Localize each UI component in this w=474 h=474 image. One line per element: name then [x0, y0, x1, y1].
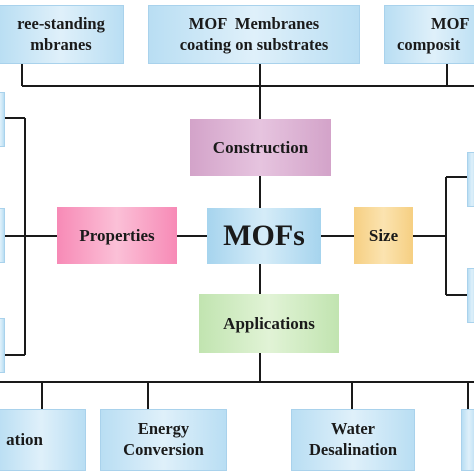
- left-partial-box-top: [0, 92, 5, 147]
- energy-line1: Energy: [137, 419, 190, 439]
- coating-line2: coating on substrates: [179, 34, 329, 54]
- energy-line2: Conversion: [123, 440, 204, 459]
- composite-line1: MOF: [431, 13, 470, 33]
- right-partial-box-top: [467, 152, 474, 207]
- composite-line2: composit: [397, 34, 461, 54]
- right-partial-box-bottom: [467, 268, 474, 323]
- energy-conversion-box: Energy Conversion: [100, 409, 227, 471]
- mof-membranes-coating-box: MOF Membranes coating on substrates: [148, 5, 360, 64]
- free-standing-line1: ree-standing: [17, 13, 105, 33]
- free-standing-membranes-box: ree-standing mbranes: [0, 5, 124, 64]
- water-line1: Water: [331, 419, 375, 439]
- properties-box: Properties: [57, 207, 177, 264]
- bottom-left-label: ation: [6, 430, 43, 450]
- water-line2: Desalination: [308, 440, 397, 459]
- construction-box: Construction: [190, 119, 331, 176]
- bottom-left-box: ation: [0, 409, 86, 471]
- bottom-right-partial-box: [461, 409, 474, 471]
- applications-box: Applications: [199, 294, 339, 353]
- free-standing-line2: mbranes: [30, 34, 92, 54]
- coating-line1: MOF Membranes: [188, 13, 320, 33]
- water-desalination-box: Water Desalination: [291, 409, 415, 471]
- left-partial-box-middle: [0, 208, 5, 263]
- size-box: Size: [354, 207, 413, 264]
- mof-composite-box: MOF composit: [384, 5, 474, 64]
- left-partial-box-bottom: [0, 318, 5, 373]
- mofs-box: MOFs: [207, 208, 321, 264]
